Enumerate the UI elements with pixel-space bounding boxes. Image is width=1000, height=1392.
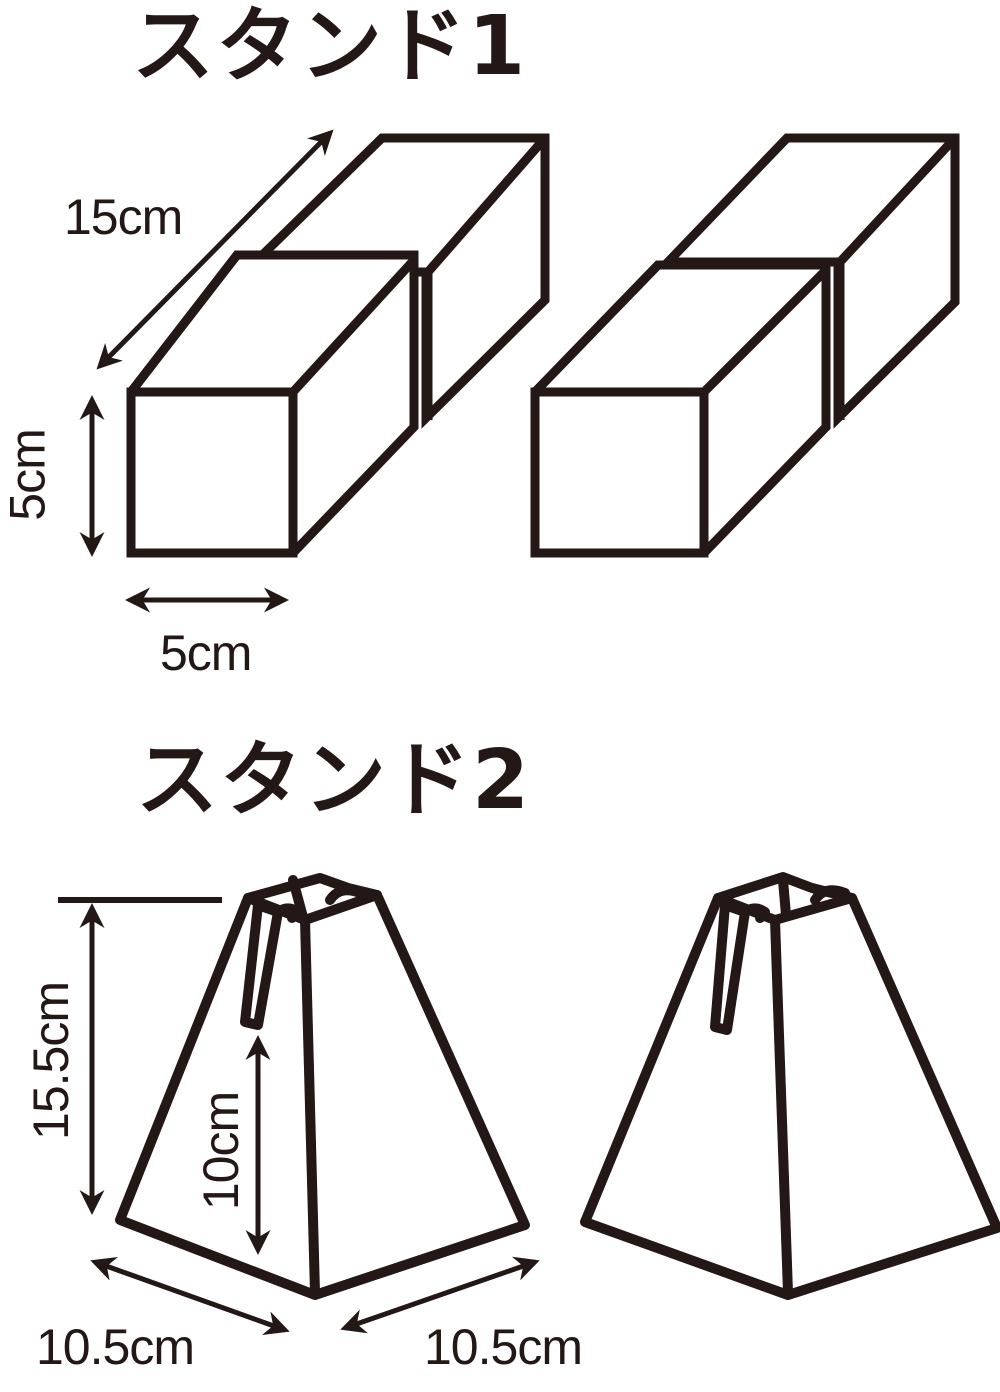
stand2-slot-height-label: 10cm [193, 1091, 250, 1211]
stand1-height-label: 5cm [0, 429, 56, 521]
stand2-pyramid-left [115, 873, 530, 1300]
stand1-length-label: 15cm [64, 189, 183, 245]
stand2-base-right-label: 10.5cm [424, 1319, 583, 1375]
stand2-dimension-arrows [58, 897, 540, 1336]
stand1-title: スタンド1 [132, 0, 528, 94]
stand1-front-block-right [530, 260, 831, 558]
stand2-total-height-label: 15.5cm [22, 982, 79, 1140]
base-left-arrow [90, 1256, 290, 1336]
base-right-arrow [340, 1256, 540, 1334]
stand1-width-label: 5cm [160, 625, 252, 681]
stand2-title: スタンド2 [136, 733, 532, 828]
stand2-pyramid-right [580, 872, 1000, 1300]
stand2-base-left-label: 10.5cm [36, 1319, 195, 1375]
stand1-dimension-arrows [79, 129, 334, 613]
stand1-block-pair-left [126, 133, 550, 558]
stand1-front-block [126, 250, 419, 558]
length-arrow [96, 129, 334, 370]
stand1-block-pair-right [530, 133, 960, 558]
